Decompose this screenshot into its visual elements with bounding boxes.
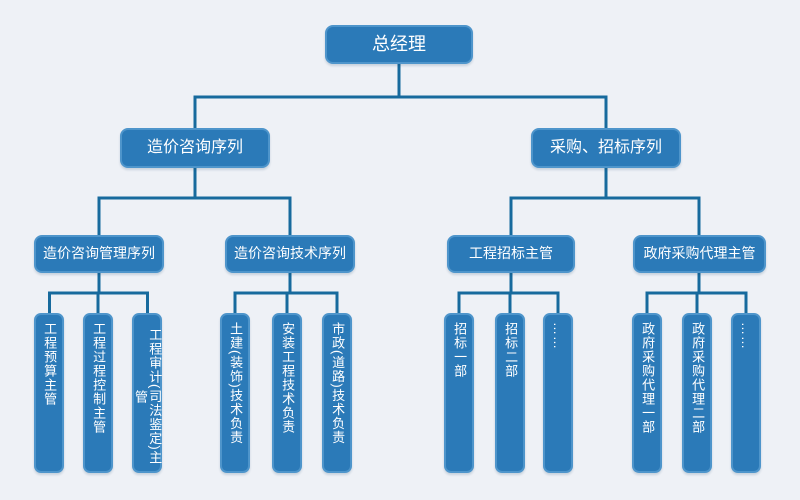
node-label: 采购、招标序列 xyxy=(549,139,662,157)
node-label: 工程预算主管 xyxy=(42,322,58,406)
node-label: …… xyxy=(551,322,567,350)
node-municipal-road-technical-lead: 市政(道路)技术负责 xyxy=(322,313,352,473)
node-label: 政府采购代理二部 xyxy=(690,322,706,434)
node-installation-engineering-technical-lead: 安装工程技术负责 xyxy=(272,313,302,473)
node-engineering-bidding-supervisor: 工程招标主管 xyxy=(447,235,575,273)
node-label: 政府采购代理一部 xyxy=(640,322,656,434)
node-label: …… xyxy=(739,322,755,350)
node-label: 工程过程控制主管 xyxy=(91,322,107,434)
node-label: 市政(道路)技术负责 xyxy=(330,322,346,445)
node-engineering-process-control-supervisor: 工程过程控制主管 xyxy=(83,313,113,473)
node-cost-consulting-technical-series: 造价咨询技术序列 xyxy=(225,235,355,273)
node-general-manager: 总经理 xyxy=(325,25,473,64)
node-civil-decoration-technical-lead: 土建(装饰)技术负责 xyxy=(220,313,250,473)
node-engineering-audit-supervisor: 工程审计(司法鉴定)主管 xyxy=(132,313,162,473)
node-cost-consulting-management-series: 造价咨询管理序列 xyxy=(34,235,164,273)
node-bidding-dept-ellipsis: …… xyxy=(543,313,573,473)
node-gov-procurement-agency-dept-2: 政府采购代理二部 xyxy=(682,313,712,473)
node-bidding-dept-1: 招标一部 xyxy=(444,313,474,473)
node-label: 土建(装饰)技术负责 xyxy=(228,322,244,445)
node-government-procurement-agency-supervisor: 政府采购代理主管 xyxy=(633,235,766,273)
node-label: 造价咨询序列 xyxy=(146,139,243,157)
node-label: 工程审计(司法鉴定)主管 xyxy=(133,328,163,465)
node-gov-procurement-agency-dept-ellipsis: …… xyxy=(731,313,761,473)
node-label: 安装工程技术负责 xyxy=(280,322,296,434)
node-cost-consulting-series: 造价咨询序列 xyxy=(120,128,270,168)
node-label: 工程招标主管 xyxy=(469,245,553,262)
node-procurement-bidding-series: 采购、招标序列 xyxy=(531,128,681,168)
node-label: 造价咨询管理序列 xyxy=(43,245,155,262)
node-label: 总经理 xyxy=(372,33,426,54)
node-label: 造价咨询技术序列 xyxy=(234,245,346,262)
node-label: 政府采购代理主管 xyxy=(643,245,756,262)
node-label: 招标二部 xyxy=(503,322,519,378)
node-bidding-dept-2: 招标二部 xyxy=(495,313,525,473)
node-gov-procurement-agency-dept-1: 政府采购代理一部 xyxy=(632,313,662,473)
node-engineering-budget-supervisor: 工程预算主管 xyxy=(34,313,64,473)
node-label: 招标一部 xyxy=(452,322,468,378)
